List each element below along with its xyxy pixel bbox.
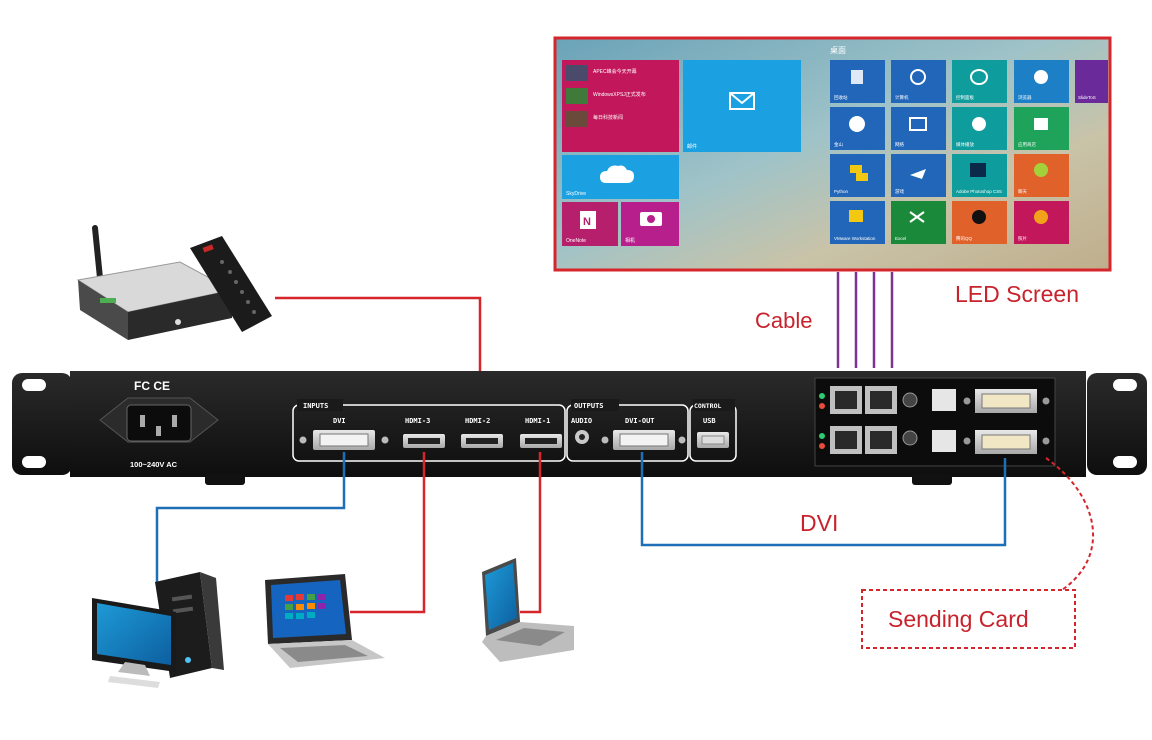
chat-icon xyxy=(1034,163,1048,177)
led-screen: 桌面 APEC峰会今天开幕 WindowsXPSJ正式发布 每日科技新闻 邮件 … xyxy=(553,36,1112,272)
led-cables xyxy=(836,272,894,368)
tile-onenote-label: OneNote xyxy=(566,238,586,244)
ps-icon xyxy=(970,163,986,177)
play-icon xyxy=(972,117,986,131)
tile-caption: 游戏 xyxy=(895,188,904,195)
power-rating: 100~240V AC xyxy=(130,460,178,469)
port-label-hdmi1: HDMI-1 xyxy=(525,417,550,425)
control-header: CONTROL xyxy=(694,402,721,410)
tile-caption: 媒体播放 xyxy=(956,141,974,148)
bird-icon xyxy=(910,169,926,179)
remote-control xyxy=(190,236,272,332)
sending-card-leader xyxy=(1045,457,1095,591)
desktop-computer xyxy=(92,572,224,688)
usb-b-port xyxy=(932,389,956,411)
led-screen-label: LED Screen xyxy=(955,281,1079,307)
sending-card-label: Sending Card xyxy=(888,606,1029,632)
port-label-usb: USB xyxy=(703,417,716,425)
antenna xyxy=(92,225,103,281)
python-icon xyxy=(850,165,868,181)
tile-skydrive-label: SkyDrive xyxy=(566,191,586,197)
inputs-header: INPUTS xyxy=(303,402,328,410)
cert-marks: FC CE xyxy=(134,379,170,393)
tile-caption: 腾讯QQ xyxy=(956,235,973,242)
tile-caption: 网络 xyxy=(895,141,904,148)
tile-caption: VMware Workstation xyxy=(834,236,876,241)
ie-icon xyxy=(970,69,988,85)
cloud-icon xyxy=(600,165,634,183)
tile-caption: 计算机 xyxy=(895,94,909,101)
excel-icon xyxy=(909,211,925,223)
laptop-thin xyxy=(482,558,574,662)
recycle-icon xyxy=(851,70,863,84)
tile-caption: 应用商店 xyxy=(1018,141,1036,148)
tile-news-2: WindowsXPSJ正式发布 xyxy=(593,91,646,98)
tile-caption: Adobe Photoshop CS5 xyxy=(956,189,1002,194)
port-label-hdmi3: HDMI-3 xyxy=(405,417,430,425)
swirl-icon xyxy=(1034,70,1048,84)
port-label-dvi: DVI xyxy=(333,417,346,425)
hdmi3-link xyxy=(350,452,426,614)
tile-caption: 照片 xyxy=(1018,235,1027,242)
dvi-input-link xyxy=(155,452,346,582)
photos-icon xyxy=(1034,210,1048,224)
tile-news-1: APEC峰会今天开幕 xyxy=(593,68,637,75)
sending-card-box xyxy=(861,589,1076,649)
usb-b-port xyxy=(932,430,956,452)
laptop-windows xyxy=(265,574,385,668)
media-player-box xyxy=(76,225,234,340)
svg-text:N: N xyxy=(583,216,591,228)
tile-mail xyxy=(683,60,801,152)
mail-icon xyxy=(729,92,755,110)
video-processor: FC CE 100~240V AC INPUTS DVI HDMI-3 HDMI… xyxy=(12,371,1147,485)
tile-caption: Python xyxy=(834,189,849,194)
port-label-audio: AUDIO xyxy=(571,417,592,425)
tile-caption: 回收站 xyxy=(834,94,848,101)
tile-caption: 金山 xyxy=(834,141,843,148)
tile-caption: SlideToS xyxy=(1078,95,1096,100)
store-icon xyxy=(1034,118,1048,130)
hdmi1-link xyxy=(520,452,542,614)
cable-label: Cable xyxy=(755,308,812,333)
port-label-hdmi2: HDMI-2 xyxy=(465,417,490,425)
onenote-icon xyxy=(580,211,596,229)
tile-caption: 聊天 xyxy=(1018,188,1027,195)
dvi-link-label: DVI xyxy=(800,510,838,536)
port-label-dvi-out: DVI-OUT xyxy=(625,417,655,425)
qq-icon xyxy=(972,210,986,224)
tile-caption: 控制面板 xyxy=(956,94,974,101)
dvi-output-link xyxy=(640,452,1007,547)
tile-mail-label: 邮件 xyxy=(687,143,697,150)
tile-caption: 浏览器 xyxy=(1018,94,1032,101)
tile-camera-label: 相机 xyxy=(625,237,635,244)
outputs-header: OUTPUTS xyxy=(574,402,604,410)
vmware-icon xyxy=(849,210,863,222)
desktop-label: 桌面 xyxy=(830,45,846,55)
k-icon xyxy=(849,116,865,132)
tile-caption: Excel xyxy=(895,236,906,241)
network-icon xyxy=(909,117,927,131)
tile-news-3: 每日科技新闻 xyxy=(593,114,623,121)
gear-icon xyxy=(910,69,926,85)
